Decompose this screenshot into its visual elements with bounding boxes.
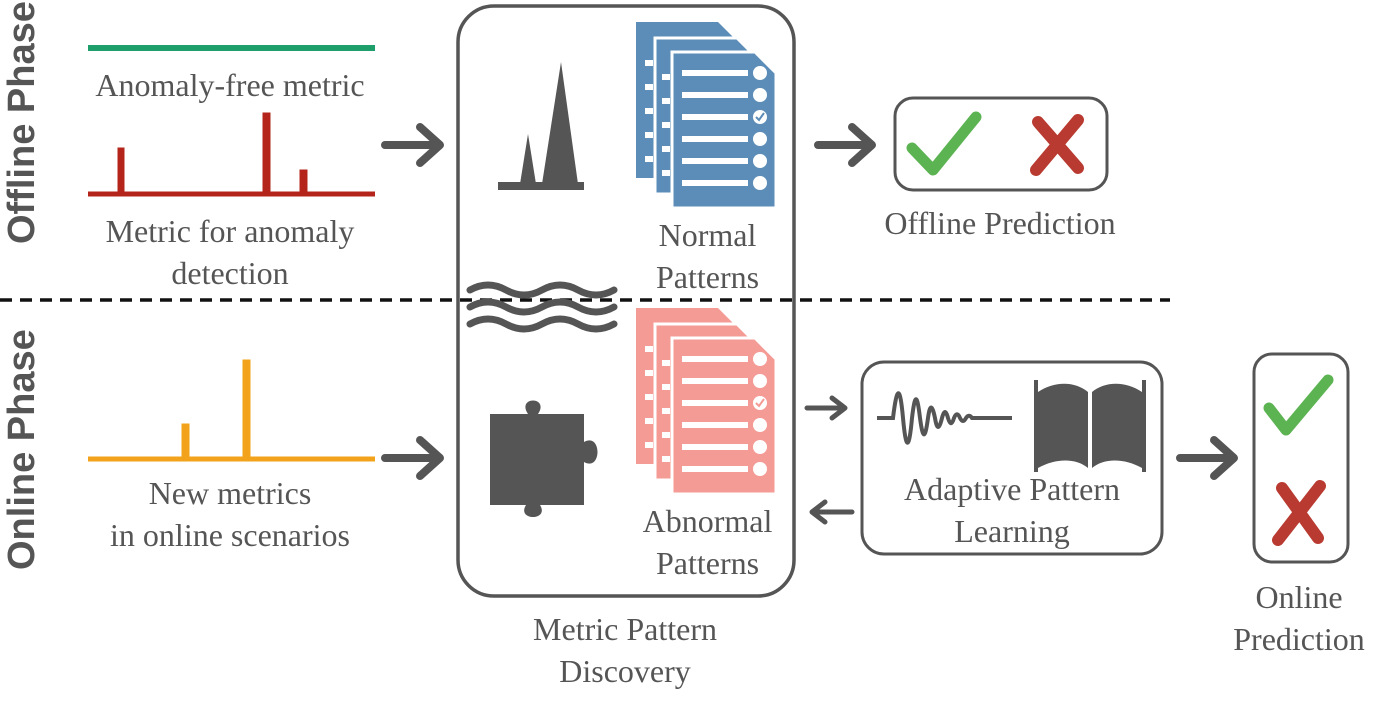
anomaly-metric-line xyxy=(88,112,375,197)
pattern-discovery-label: Metric Pattern Discovery xyxy=(533,611,717,689)
offline-prediction-label: Offline Prediction xyxy=(884,205,1116,241)
arrow-right-icon xyxy=(804,395,848,421)
metric-detection-label: Metric for anomaly detection xyxy=(105,213,355,291)
arrow-left-icon xyxy=(809,499,855,525)
online-phase-label: Online Phase xyxy=(1,329,43,570)
adaptive-learning-label: Adaptive Pattern Learning xyxy=(904,471,1120,549)
abnormal-patterns-label: Abnormal Patterns xyxy=(642,503,773,581)
document-checklist-icon xyxy=(636,308,778,496)
signal-icon xyxy=(877,391,1012,445)
offline-phase-label: Offline Phase xyxy=(1,1,43,244)
check-icon xyxy=(906,111,982,176)
arrow-right-icon xyxy=(381,123,444,167)
document-checklist-icon xyxy=(636,22,778,210)
book-icon xyxy=(1034,380,1146,472)
new-metrics-label: New metrics in online scenarios xyxy=(110,475,350,553)
arrow-right-icon xyxy=(381,436,444,480)
check-icon xyxy=(1263,374,1334,436)
wave-icon xyxy=(466,281,618,333)
spike-icon xyxy=(498,62,584,190)
new-metric-line xyxy=(88,359,375,462)
cross-icon xyxy=(1272,480,1326,546)
cross-icon xyxy=(1030,114,1084,176)
arrow-right-icon xyxy=(814,123,876,167)
normal-patterns-label: Normal Patterns xyxy=(655,217,760,295)
pattern-discovery-box xyxy=(456,4,796,598)
offline-prediction-box xyxy=(893,96,1109,192)
anomaly-free-label: Anomaly-free metric xyxy=(95,67,365,103)
puzzle-icon xyxy=(490,400,598,517)
online-prediction-label: Online Prediction xyxy=(1233,579,1365,657)
online-prediction-box xyxy=(1252,352,1350,564)
adaptive-learning-box xyxy=(860,360,1164,556)
arrow-right-icon xyxy=(1176,436,1238,480)
